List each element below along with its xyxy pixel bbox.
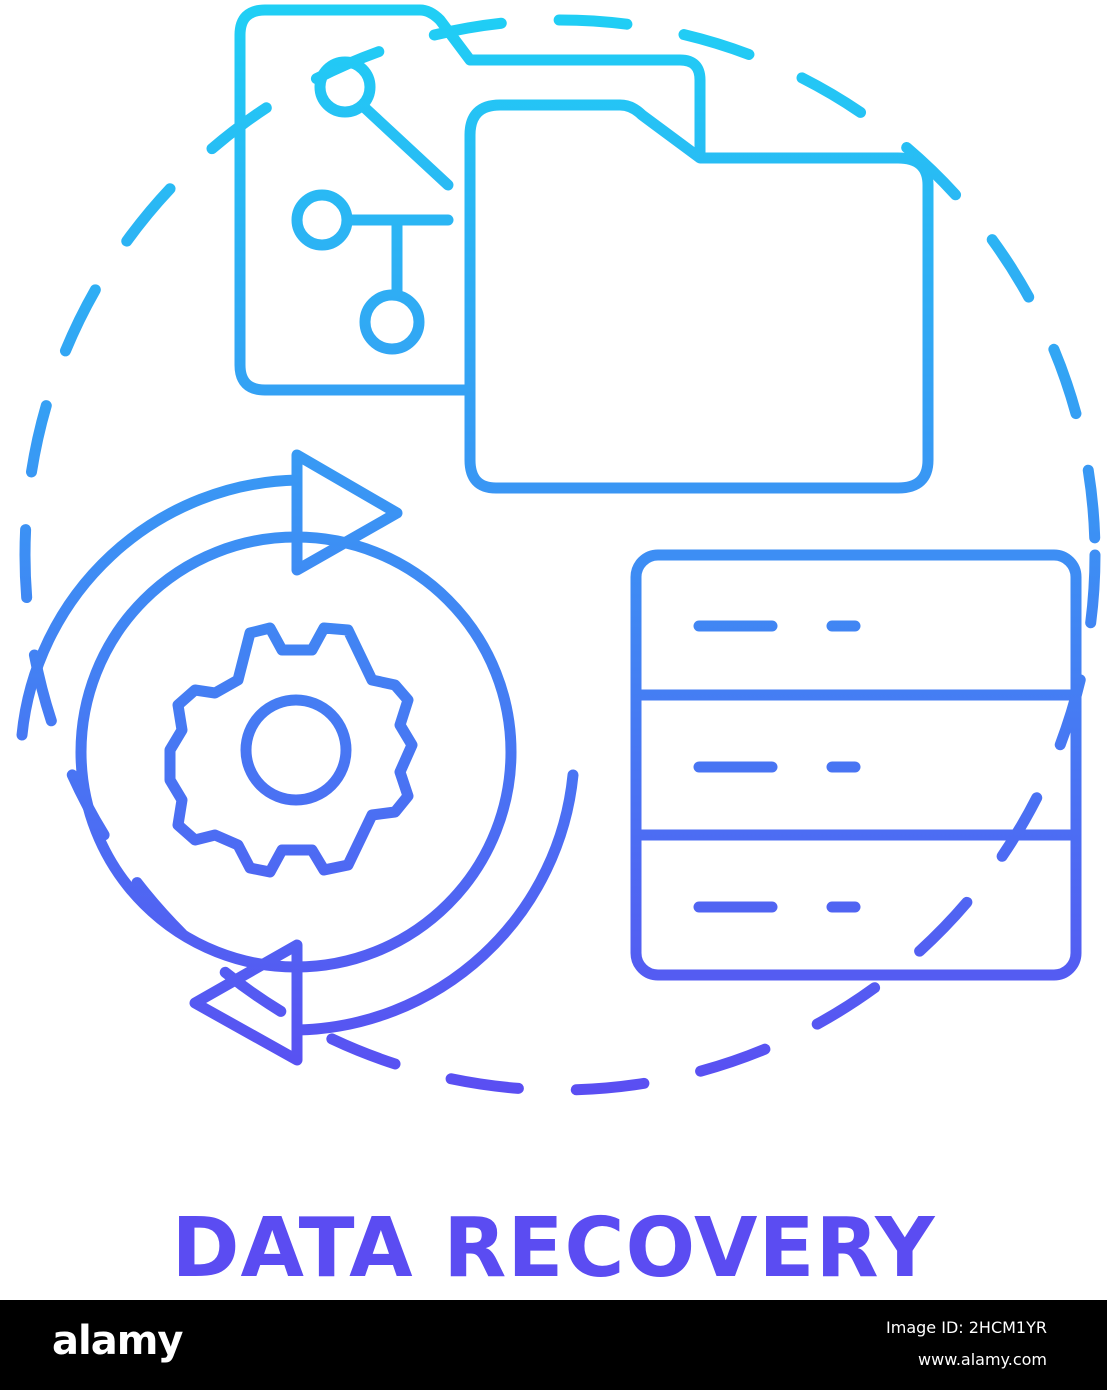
refresh-arrows-icon <box>16 449 579 1066</box>
server-rack-icon <box>630 549 1082 981</box>
gear-icon <box>75 531 517 973</box>
folder-network-icon <box>234 4 706 396</box>
data-recovery-illustration <box>16 4 1101 1096</box>
folder-icon <box>464 99 934 494</box>
footer-url: www.alamy.com <box>918 1350 1047 1369</box>
dashed-circle-decoration <box>19 14 1101 1096</box>
caption-title: DATA RECOVERY <box>171 1201 936 1296</box>
footer-bar: alamy Image ID: 2HCM1YR www.alamy.com <box>0 1300 1107 1390</box>
image-id-label: Image ID: 2HCM1YR <box>886 1318 1047 1337</box>
alamy-logo: alamy <box>52 1318 183 1364</box>
